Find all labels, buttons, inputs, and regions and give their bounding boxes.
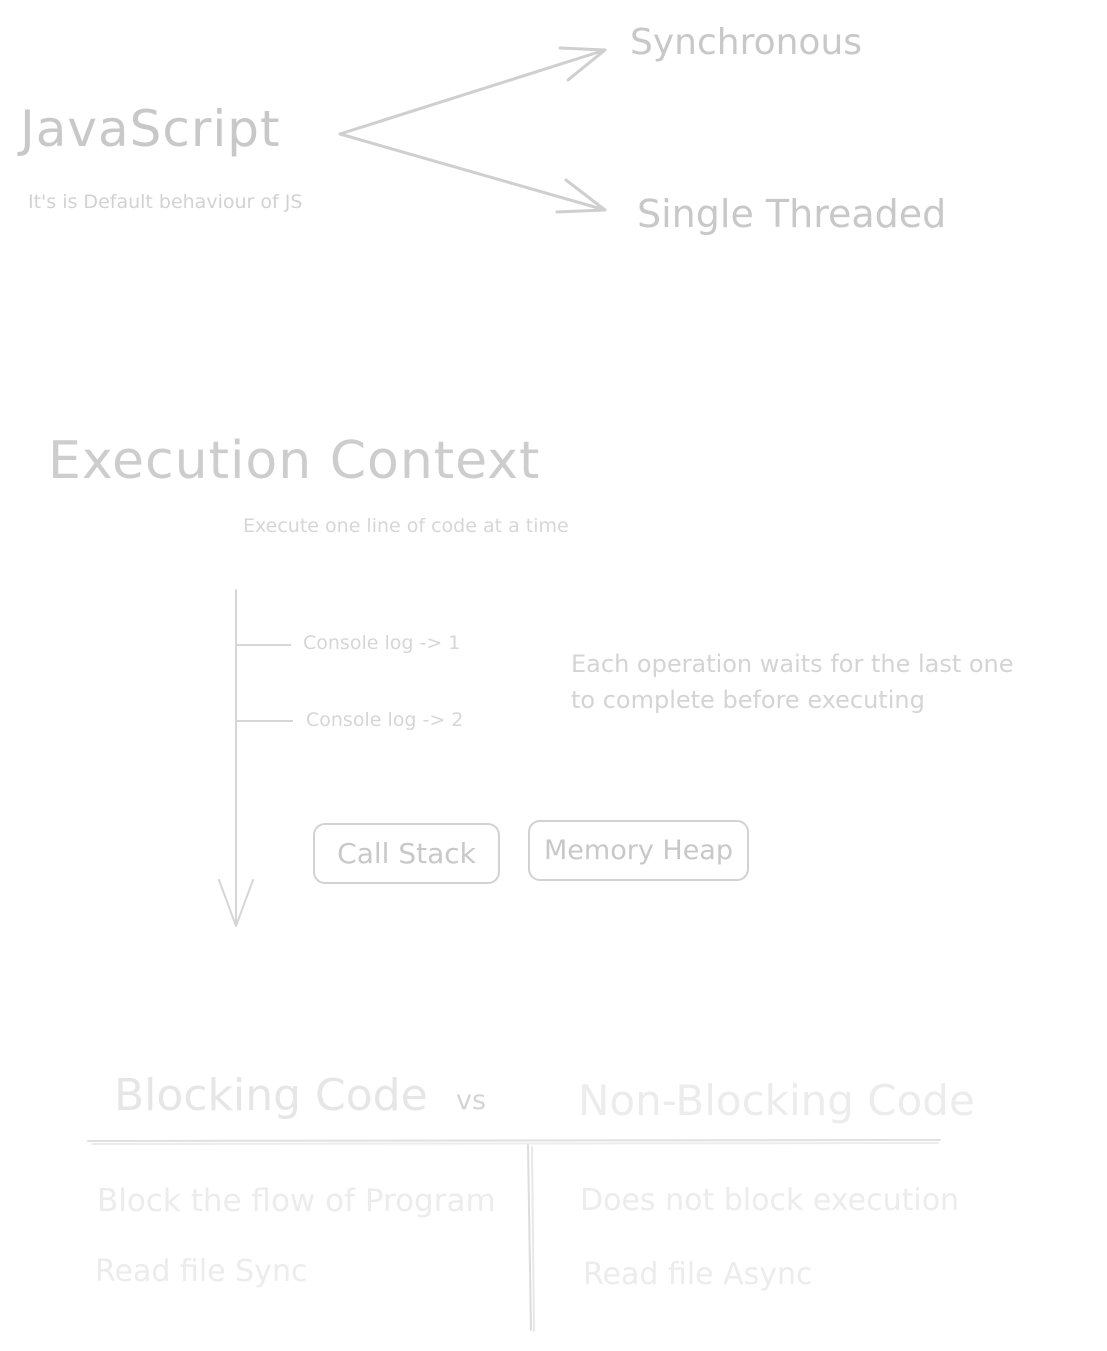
table-divider-horizontal [87, 1139, 941, 1145]
arrow-to-synchronous [338, 46, 607, 136]
table-divider-vertical [527, 1144, 535, 1332]
execution-context-title: Execution Context [48, 431, 541, 491]
memory-heap-label: Memory Heap [544, 835, 733, 866]
blocking-item-2: Read file Sync [95, 1254, 308, 1289]
non-blocking-item-1: Does not block execution [580, 1183, 960, 1218]
description-line-2: to complete before executing [571, 686, 925, 714]
non-blocking-code-heading: Non-Blocking Code [578, 1076, 975, 1125]
execution-context-subtitle: Execute one line of code at a time [243, 515, 569, 537]
console-log-2-label: Console log -> 2 [306, 709, 464, 731]
javascript-title: JavaScript [20, 100, 281, 158]
execution-timeline-arrow [218, 589, 254, 927]
call-stack-label: Call Stack [337, 837, 476, 870]
arrow-to-single-threaded [338, 132, 607, 214]
console-log-1-label: Console log -> 1 [303, 632, 461, 654]
blocking-item-1: Block the flow of Program [97, 1183, 496, 1219]
description-line-1: Each operation waits for the last one [571, 650, 1014, 678]
synchronous-label: Synchronous [630, 22, 863, 63]
non-blocking-item-2: Read file Async [583, 1257, 813, 1292]
memory-heap-box: Memory Heap [528, 820, 749, 881]
blocking-code-heading: Blocking Code [114, 1070, 428, 1121]
javascript-subtitle: It's is Default behaviour of JS [28, 191, 303, 213]
versus-label: vs [456, 1085, 487, 1116]
call-stack-box: Call Stack [313, 823, 500, 884]
single-threaded-label: Single Threaded [637, 192, 947, 236]
synchronous-description: Each operation waits for the last one to… [571, 646, 1014, 718]
